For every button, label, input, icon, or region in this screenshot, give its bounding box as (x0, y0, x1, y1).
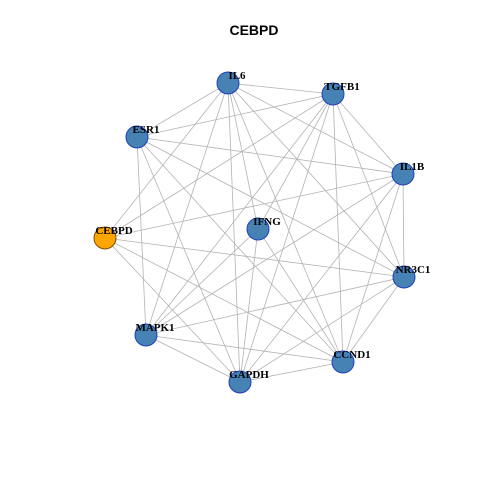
node-circle[interactable] (125, 125, 149, 149)
graph-title: CEBPD (229, 22, 278, 38)
edge-nr3c1-mapk1 (145, 276, 405, 336)
edge-il6-tgfb1 (227, 82, 334, 95)
edge-il1b-nr3c1 (402, 173, 405, 278)
node-circle[interactable] (391, 162, 415, 186)
edge-esr1-ccnd1 (136, 136, 344, 363)
edge-esr1-nr3c1 (136, 136, 405, 278)
node-il6[interactable]: IL6 (216, 70, 246, 95)
node-circle[interactable] (331, 350, 355, 374)
edge-il6-gapdh (227, 82, 241, 383)
edge-esr1-gapdh (136, 136, 241, 383)
node-label: CCND1 (333, 349, 370, 361)
edge-il6-esr1 (136, 82, 229, 138)
node-circle[interactable] (228, 370, 252, 394)
node-il1b[interactable]: IL1B (391, 161, 425, 186)
edge-esr1-mapk1 (136, 136, 147, 336)
node-label: MAPK1 (135, 322, 174, 334)
node-label: IL6 (228, 70, 246, 82)
node-tgfb1[interactable]: TGFB1 (321, 81, 360, 106)
edge-tgfb1-esr1 (136, 93, 334, 138)
node-label: CEBPD (95, 225, 132, 237)
edge-layer (104, 82, 405, 383)
edge-mapk1-ifng (145, 228, 259, 336)
edge-il1b-cebpd (104, 173, 404, 239)
edge-ccnd1-gapdh (239, 361, 344, 383)
edge-il1b-ccnd1 (342, 173, 404, 363)
edge-il6-il1b (227, 82, 404, 175)
node-circle[interactable] (321, 82, 345, 106)
edge-tgfb1-mapk1 (145, 93, 334, 336)
edge-tgfb1-ifng (257, 93, 334, 230)
node-nr3c1[interactable]: NR3C1 (392, 264, 431, 289)
node-label: IFNG (253, 216, 281, 228)
edge-il6-ccnd1 (227, 82, 344, 363)
edge-il6-nr3c1 (227, 82, 405, 278)
edge-il6-cebpd (104, 82, 229, 239)
edge-il6-mapk1 (145, 82, 229, 336)
node-label: ESR1 (133, 124, 160, 136)
node-cebpd[interactable]: CEBPD (93, 225, 133, 250)
edge-ccnd1-cebpd (104, 237, 344, 363)
node-label: IL1B (400, 161, 425, 173)
edge-tgfb1-il1b (332, 93, 404, 175)
node-esr1[interactable]: ESR1 (125, 124, 160, 149)
edge-tgfb1-cebpd (104, 93, 334, 239)
edge-esr1-il1b (136, 136, 404, 175)
edge-il1b-gapdh (239, 173, 404, 383)
edge-tgfb1-gapdh (239, 93, 334, 383)
edge-ccnd1-mapk1 (145, 334, 344, 363)
node-label: NR3C1 (396, 264, 431, 276)
node-circle[interactable] (93, 226, 117, 250)
edge-ccnd1-ifng (257, 228, 344, 363)
node-circle[interactable] (246, 217, 270, 241)
edge-gapdh-mapk1 (145, 334, 241, 383)
node-mapk1[interactable]: MAPK1 (134, 322, 175, 347)
node-circle[interactable] (392, 265, 416, 289)
node-ccnd1[interactable]: CCND1 (331, 349, 371, 374)
node-gapdh[interactable]: GAPDH (228, 369, 269, 394)
edge-il6-ifng (227, 82, 259, 230)
edge-tgfb1-nr3c1 (332, 93, 405, 278)
node-circle[interactable] (216, 71, 240, 95)
node-label: TGFB1 (324, 81, 359, 93)
edge-gapdh-ifng (239, 228, 259, 383)
edge-nr3c1-ccnd1 (342, 276, 405, 363)
node-circle[interactable] (134, 323, 158, 347)
node-ifng[interactable]: IFNG (246, 216, 281, 241)
node-label: GAPDH (229, 369, 269, 381)
